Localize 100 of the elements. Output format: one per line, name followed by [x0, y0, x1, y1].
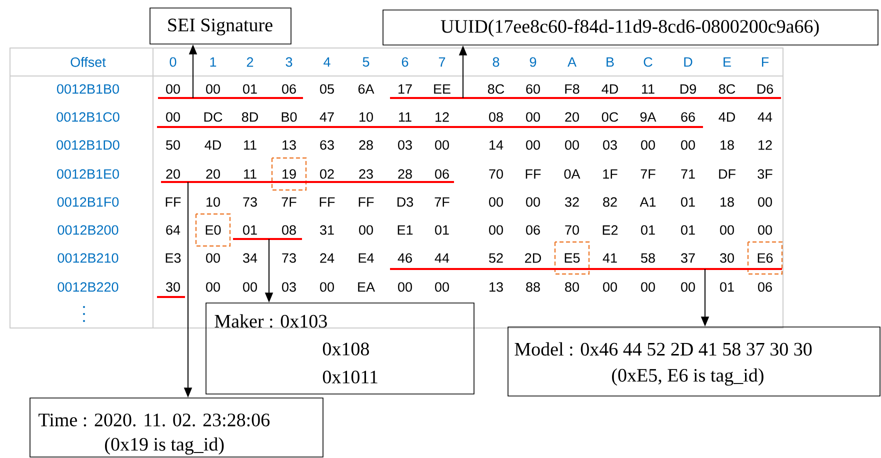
- hex-byte: 44: [758, 112, 772, 122]
- hex-byte: 7F: [640, 169, 656, 179]
- hex-byte: 7F: [434, 197, 450, 207]
- hex-byte: 0A: [564, 169, 580, 179]
- hex-byte: 34: [243, 253, 258, 263]
- column-header: E: [724, 57, 731, 67]
- underline: [161, 181, 454, 183]
- hex-byte: 20: [166, 169, 180, 179]
- hex-byte: 00: [720, 225, 734, 235]
- hex-byte: 06: [526, 225, 540, 235]
- hex-byte: E2: [602, 225, 618, 235]
- hex-byte: 11: [642, 84, 654, 94]
- hex-byte: E0: [206, 225, 221, 235]
- column-header: 7: [438, 57, 446, 67]
- offset-label: 0012B210: [58, 253, 118, 263]
- hex-byte: 00: [166, 84, 180, 94]
- hex-byte: 9A: [640, 112, 656, 122]
- hex-byte: 11: [399, 112, 412, 122]
- hex-byte: 00: [489, 197, 503, 207]
- hex-byte: 10: [360, 112, 373, 122]
- hex-byte: 00: [243, 282, 257, 292]
- underline: [233, 238, 302, 240]
- hex-byte: D3: [398, 197, 414, 207]
- hex-byte: 05: [320, 84, 334, 94]
- hex-byte: 70: [489, 169, 503, 179]
- hex-byte: 32: [565, 197, 579, 207]
- hex-byte: 00: [166, 112, 180, 122]
- hex-byte: 00: [641, 282, 655, 292]
- column-header: 3: [286, 57, 292, 67]
- hex-byte: FF: [526, 169, 541, 179]
- maker-box: Maker : 0x103 0x108 0x1011: [206, 302, 474, 394]
- hex-byte: 0C: [602, 112, 618, 122]
- hex-byte: 13: [282, 140, 296, 150]
- hex-byte: 00: [206, 282, 220, 292]
- hex-byte: 01: [720, 282, 734, 292]
- hex-byte: 88: [526, 282, 540, 292]
- hex-byte: 01: [681, 197, 695, 207]
- offset-label: 0012B1D0: [56, 140, 120, 150]
- offset-label: 0012B200: [58, 225, 118, 235]
- underline: [157, 126, 703, 128]
- hex-byte: 01: [243, 225, 257, 235]
- hex-byte: FF: [358, 197, 374, 207]
- hex-byte: D9: [680, 84, 696, 94]
- hex-byte: 01: [681, 225, 695, 235]
- underline: [158, 97, 303, 99]
- hex-byte: 73: [243, 197, 257, 207]
- hex-byte: FF: [320, 197, 335, 207]
- column-header: A: [568, 57, 576, 67]
- hex-byte: 00: [489, 225, 503, 235]
- column-header: 8: [492, 57, 500, 67]
- hex-byte: FF: [166, 197, 181, 207]
- underline: [390, 268, 782, 270]
- hex-byte: 00: [398, 282, 412, 292]
- hex-byte: E4: [358, 253, 374, 263]
- hex-byte: 06: [758, 282, 772, 292]
- hex-byte: EA: [358, 282, 375, 292]
- hex-byte: 00: [359, 225, 373, 235]
- hex-byte: B0: [282, 112, 297, 122]
- hex-byte: E3: [166, 253, 181, 263]
- hex-byte: 4D: [602, 84, 618, 94]
- hex-byte: 3F: [758, 169, 772, 179]
- hex-byte: 44: [434, 253, 450, 263]
- hex-byte: E1: [398, 225, 413, 235]
- hex-byte: 01: [243, 84, 257, 94]
- hex-byte: 18: [720, 197, 734, 207]
- underline: [390, 97, 781, 99]
- column-header: F: [762, 57, 769, 67]
- offset-label: 0012B1F0: [57, 197, 119, 207]
- hex-byte: 6A: [358, 84, 374, 94]
- hex-byte: 60: [526, 84, 540, 94]
- hex-byte: 12: [758, 140, 772, 150]
- offset-label: 0012B1E0: [57, 169, 119, 179]
- offset-label: 0012B1B0: [57, 84, 119, 94]
- hex-byte: 50: [166, 140, 180, 150]
- hex-byte: 4D: [718, 112, 735, 122]
- hex-byte: 46: [398, 253, 412, 263]
- hex-byte: 73: [282, 253, 296, 263]
- hex-byte: 00: [526, 197, 540, 207]
- hex-byte: DF: [719, 169, 736, 179]
- hex-byte: 00: [206, 84, 220, 94]
- hex-byte: 24: [320, 253, 334, 263]
- hex-byte: 66: [681, 112, 695, 122]
- hex-byte: 00: [526, 112, 540, 122]
- offset-label: 0012B1C0: [56, 112, 120, 122]
- hex-byte: 11: [244, 140, 256, 150]
- offset-label: 0012B220: [58, 282, 118, 292]
- uuid-box: UUID(17ee8c60-f84d-11d9-8cd6-0800200c9a66): [382, 10, 878, 46]
- time-box: Time : 2020. 11. 02. 23:28:06 (0x19 is tag_id): [30, 398, 324, 458]
- offset-label: Offset: [70, 57, 106, 67]
- signature-box: SEI Signature: [150, 8, 292, 44]
- underline: [157, 296, 185, 298]
- hex-byte: 00: [758, 225, 772, 235]
- hex-byte: 71: [681, 169, 695, 179]
- hex-byte: EE: [434, 84, 450, 94]
- hex-byte: 01: [435, 225, 449, 235]
- hex-byte: 47: [320, 112, 334, 122]
- hex-byte: 8C: [718, 84, 736, 94]
- hex-byte: 00: [435, 282, 449, 292]
- hex-byte: 4D: [204, 140, 221, 150]
- column-header: 1: [210, 57, 216, 67]
